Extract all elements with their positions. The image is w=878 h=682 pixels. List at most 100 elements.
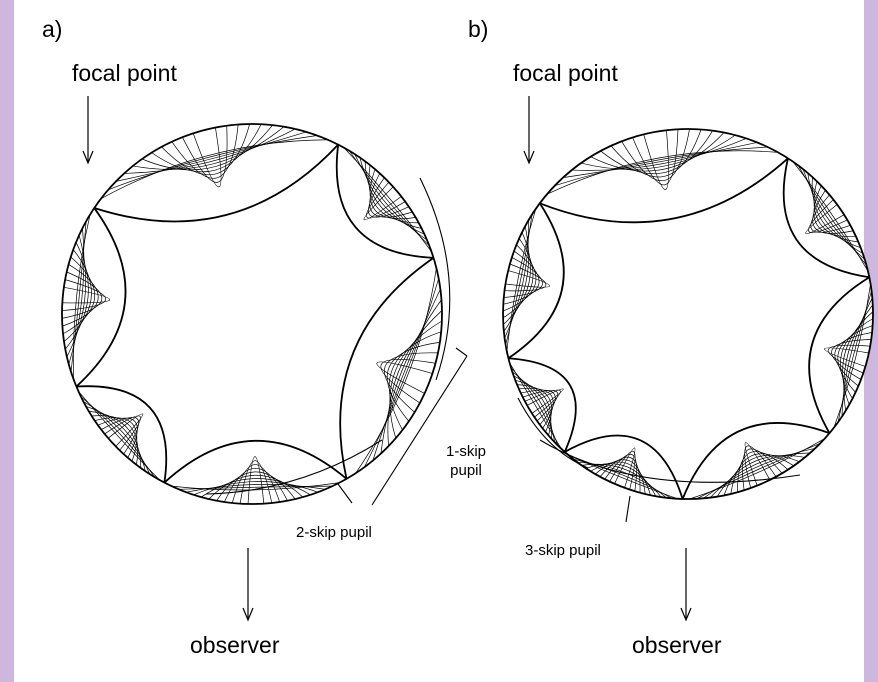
panel-b-reflection-hatch-line — [572, 458, 672, 499]
panel-a-reflection-hatch-line — [192, 127, 222, 188]
panel-b-reflection-hatch-line — [609, 450, 636, 490]
panel-a-reflection-hatch — [343, 147, 432, 253]
panel-b-caustic-arc — [564, 434, 684, 500]
panel-b-reflection-hatch-line — [505, 214, 533, 346]
panel-a-reflection-hatch — [78, 391, 160, 481]
panel-b-reflection-hatch — [689, 438, 826, 500]
panel-b-reflection-hatch-line — [524, 389, 561, 418]
panel-a-reflection-hatch-line — [107, 413, 144, 447]
panel-b-reflection-hatch-line — [503, 257, 543, 298]
panel-b-reflection-hatch-line — [703, 447, 816, 499]
panel-b-reflection-hatch-line — [577, 461, 667, 499]
panel-a-reflection-hatch-line — [359, 157, 425, 235]
panel-b-reflection-hatch-line — [632, 129, 679, 186]
panel-b-reflection-hatch — [509, 362, 564, 450]
panel-b-reflection-hatch — [824, 284, 874, 428]
panel-a-reflection-hatch-line — [62, 279, 107, 311]
panel-a-reflection-hatch-line — [387, 310, 443, 447]
panel-a-reflection-hatch-line — [62, 264, 99, 327]
panel-b-reflection-hatch-line — [503, 232, 531, 325]
panel-b-reflection-hatch-line — [710, 452, 811, 498]
panel-a-pupil-bracket-bottom — [205, 439, 383, 495]
panel-b-reflection-hatch-line — [716, 455, 805, 497]
panel-b-observer-arrow — [680, 548, 692, 622]
panel-b-1-skip-bracket — [517, 397, 589, 469]
panel-a-focal-point-arrow-head — [82, 150, 94, 165]
panel-a-reflection-hatch-line — [376, 361, 433, 394]
panel-b-reflection-hatch-line — [813, 185, 856, 237]
panel-b-reflection-hatch-line — [506, 208, 537, 352]
panel-b-observer-label: observer — [632, 632, 722, 658]
panel-a-reflection-hatch-line — [366, 181, 406, 219]
panel-b-3-skip-pupil-label: 3-skip pupil — [525, 542, 601, 559]
panel-b-reflection-hatch-line — [805, 204, 845, 235]
panel-a-reflection-hatch-line — [85, 406, 146, 472]
panel-a-focal-point-arrow — [82, 96, 94, 165]
panel-b-reflection-hatch-line — [511, 371, 556, 443]
panel-a-pupil-bracket-right — [419, 177, 451, 381]
panel-a-reflection-hatch-line — [200, 478, 311, 498]
panel-a-reflection-hatch-line — [132, 126, 285, 170]
panel-b-reflection-hatch-line — [571, 138, 747, 171]
panel-a-reflection-hatch-line — [388, 331, 442, 431]
panel-a-caustic-arc — [76, 385, 168, 483]
panel-a-reflection-hatch-line — [171, 124, 239, 179]
panel-a-focal-point-label: focal point — [72, 60, 177, 86]
panel-a-mirror-circle — [61, 123, 443, 505]
panel-a-reflection-hatch-line — [141, 124, 273, 171]
panel-a-reflection-hatch — [100, 123, 328, 200]
panel-b-reflection-hatch-line — [502, 238, 534, 319]
panel-a-reflection-hatch-line — [88, 410, 142, 469]
panel-b-focal-point-label: focal point — [513, 60, 618, 86]
panel-b-reflection-hatch-line — [689, 438, 826, 500]
panel-b-reflection-hatch-line — [737, 451, 789, 493]
panel-b-reflection-hatch-line — [797, 165, 867, 266]
panel-a-reflection-hatch-line — [348, 150, 430, 247]
panel-b-diagram — [502, 96, 874, 622]
panel-b-reflection-hatch-line — [546, 150, 779, 195]
panel-a-reflection-hatch — [355, 268, 443, 474]
panel-b-reflection-hatch-line — [824, 347, 869, 367]
panel-a-reflection-hatch-line — [369, 169, 416, 220]
panel-b-caustic-arc — [808, 276, 870, 434]
panel-a-caustic-arc — [335, 144, 434, 259]
panel-b-reflection-hatch-line — [807, 172, 863, 254]
panel-b-reflection-hatch-line — [827, 344, 871, 374]
panel-b-caustic-arc — [782, 158, 870, 279]
panel-b-reflection-hatch-line — [516, 384, 553, 433]
panel-a-reflection-hatch-line — [62, 286, 111, 304]
panel-a-reflection-hatch-line — [178, 485, 333, 490]
panel-a-reflection-hatch-line — [380, 299, 442, 454]
panel-a-reflection-hatch-line — [61, 271, 103, 319]
panel-b-reflection-hatch-line — [834, 332, 873, 387]
panel-b-reflection-hatch-line — [831, 339, 872, 380]
panel-b-reflection-hatch-line — [513, 375, 552, 439]
panel-b-caustic-arc — [508, 357, 577, 453]
panel-b-reflection-hatch-line — [590, 132, 725, 172]
panel-a-reflection-hatch-line — [66, 235, 87, 358]
panel-b-reflection-hatch-line — [505, 270, 550, 288]
panel-a-reflection-hatch-line — [80, 396, 156, 478]
panel-b-reflection-hatch-line — [744, 445, 777, 489]
panel-a-reflection-hatch-line — [384, 352, 438, 413]
panel-b-reflection-hatch-line — [504, 220, 529, 339]
panel-a-observer-arrow — [242, 548, 254, 622]
panel-a-reflection-hatch-line — [65, 242, 89, 350]
panel-a-reflection-hatch-line — [208, 474, 304, 500]
panel-a-reflection-hatch-line — [368, 165, 419, 224]
panel-b-reflection-hatch-line — [614, 447, 636, 488]
panel-b-reflection-hatch-line — [600, 130, 713, 174]
panel-b-reflection-hatch-line — [813, 181, 859, 243]
panel-a-reflection-hatch-line — [104, 415, 141, 451]
panel-b-reflection-hatch-line — [840, 318, 874, 399]
panel-b-reflection-hatch-line — [522, 390, 559, 422]
panel-b-reflection-hatch-line — [723, 454, 800, 496]
panel-a-reflection-hatch-line — [369, 173, 413, 218]
panel-b-reflection-hatch-line — [502, 244, 537, 312]
panel-b-1-skip-pupil-label: 1-skip pupil — [446, 443, 487, 479]
panel-a-reflection-hatch-line — [386, 342, 440, 422]
panel-a-pupil-tick — [337, 483, 353, 504]
panel-b-reflection-hatch-line — [580, 134, 736, 170]
panel-b-reflection-hatch-line — [604, 453, 637, 492]
